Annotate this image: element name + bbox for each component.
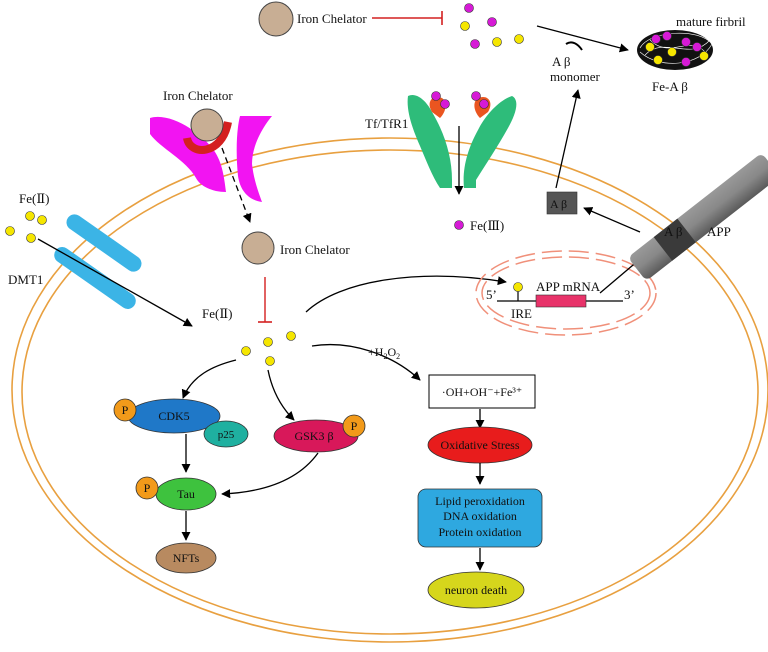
dmt1-bar-lower	[54, 247, 136, 309]
labile-iron-dot	[263, 337, 273, 347]
arrow-gsk3b-to-tau	[221, 452, 319, 499]
cell-membrane-inner	[21, 149, 759, 635]
oxidative-stress-label: Oxidative Stress	[441, 438, 520, 452]
fe2-outside-dot	[25, 211, 35, 221]
fibril-iron-magenta	[662, 31, 672, 41]
arrow-abeta-to-monomer	[555, 89, 581, 189]
dna-oxidation-label: DNA oxidation	[443, 509, 517, 523]
arrow-to-fenton	[311, 344, 421, 381]
phospho-tau-label: P	[144, 481, 151, 495]
app-mrna-box	[535, 294, 587, 308]
dmt1-label: DMT1	[8, 272, 43, 287]
labile-iron-dot	[286, 331, 296, 341]
labile-iron-dot	[265, 356, 275, 366]
fibril-iron-magenta	[692, 42, 702, 52]
chelator-binding-cup	[183, 121, 232, 154]
neuron-death-label: neuron death	[445, 583, 507, 597]
fe2-outside-dot	[5, 226, 15, 236]
abeta-box-label: A β	[550, 197, 567, 211]
chelator-transporter	[150, 116, 272, 202]
cell-membrane-outer	[11, 137, 768, 643]
arrow-to-gsk3b	[267, 369, 295, 421]
tfr1-receptor	[407, 94, 517, 188]
tf-iron-magenta	[479, 99, 489, 109]
fe3-label: Fe(Ⅲ)	[470, 218, 504, 233]
tf-iron-magenta	[440, 99, 450, 109]
app-label: APP	[707, 224, 731, 239]
nfts-node	[155, 542, 217, 574]
iron-chelator-top-label: Iron Chelator	[297, 11, 367, 26]
fibril-iron-yellow	[653, 55, 663, 65]
mature-fibril-label: mature firbril	[676, 14, 746, 29]
abeta-box	[546, 191, 578, 215]
abeta-monomer-label-2: monomer	[550, 69, 600, 84]
hydroxyl-reaction-label: ·OH+OH⁻+Fe³⁺	[442, 385, 522, 399]
iron-chelator-inside-label: Iron Chelator	[280, 242, 350, 257]
phospho-cdk5-label: P	[122, 403, 129, 417]
p25-label: p25	[218, 429, 235, 441]
mature-fibril	[637, 30, 713, 70]
iron-chelator-top	[258, 1, 294, 37]
fibril-iron-magenta	[651, 34, 661, 44]
five-prime-label: 5’	[486, 287, 497, 302]
fe2-outside-label: Fe(Ⅱ)	[19, 191, 50, 206]
cdk5-label: CDK5	[158, 409, 189, 423]
iron-dot-yellow	[460, 21, 470, 31]
oxidative-damage-box	[417, 488, 543, 548]
app-mrna-label: APP mRNA	[536, 279, 601, 294]
iron-chelator-membrane	[190, 108, 224, 142]
arrow-dmt1-import	[37, 238, 193, 327]
three-prime-label: 3’	[624, 287, 635, 302]
iron-dot-magenta	[487, 17, 497, 27]
arrow-to-mrna	[305, 275, 507, 313]
protein-oxidation-label: Protein oxidation	[439, 525, 522, 539]
extracellular-iron-group	[460, 3, 524, 49]
labile-iron-dot	[241, 346, 251, 356]
iron-dot-magenta	[464, 3, 474, 13]
tau-label: Tau	[177, 487, 195, 501]
fe2-outside-dot	[37, 215, 47, 225]
chelator-entry-dashed	[221, 147, 252, 223]
fenton-reaction-box	[428, 374, 536, 409]
fibril-iron-yellow	[667, 47, 677, 57]
fibril-iron-yellow	[645, 42, 655, 52]
fe2-inside-label: Fe(Ⅱ)	[202, 306, 233, 321]
phospho-gsk3b-label: P	[351, 419, 358, 433]
fe3-dot	[454, 220, 464, 230]
fe2-outside-dot	[26, 233, 36, 243]
tf-iron-magenta	[431, 91, 441, 101]
phospho-gsk3b	[342, 414, 366, 438]
app-protein	[630, 155, 768, 279]
tf-tfr1-label: Tf/TfR1	[365, 116, 408, 131]
arrow-to-cdk5	[181, 359, 237, 399]
iron-dot-yellow	[492, 37, 502, 47]
gsk3b-label: GSK3 β	[294, 429, 333, 443]
fibril-iron-magenta	[681, 57, 691, 67]
ire-iron-dot	[513, 282, 523, 292]
phospho-cdk5	[113, 398, 137, 422]
h2o2-label: +H2O2	[368, 345, 400, 361]
dmt1-bar-upper	[66, 214, 142, 272]
tf-iron-magenta	[471, 91, 481, 101]
app-abeta-label: A β	[664, 224, 683, 239]
iron-chelator-inside	[241, 231, 275, 265]
arrow-app-to-abeta	[583, 207, 641, 233]
abeta-monomer-squiggle	[565, 41, 583, 51]
nfts-label: NFTs	[173, 551, 200, 565]
iron-chelator-membrane-label: Iron Chelator	[163, 88, 233, 103]
ire-label: IRE	[511, 306, 532, 321]
p25-node	[203, 420, 249, 448]
phospho-tau	[135, 476, 159, 500]
arrow-to-fibril	[536, 25, 629, 53]
iron-dot-yellow	[514, 34, 524, 44]
lipid-peroxidation-label: Lipid peroxidation	[435, 494, 525, 508]
fe-abeta-label: Fe-A β	[652, 79, 688, 94]
neuron-death-node	[427, 571, 525, 609]
abeta-monomer-label-1: A β	[552, 54, 571, 69]
fibril-iron-yellow	[699, 51, 709, 61]
nucleus	[475, 250, 657, 336]
iron-dot-magenta	[470, 39, 480, 49]
fibril-iron-magenta	[681, 37, 691, 47]
